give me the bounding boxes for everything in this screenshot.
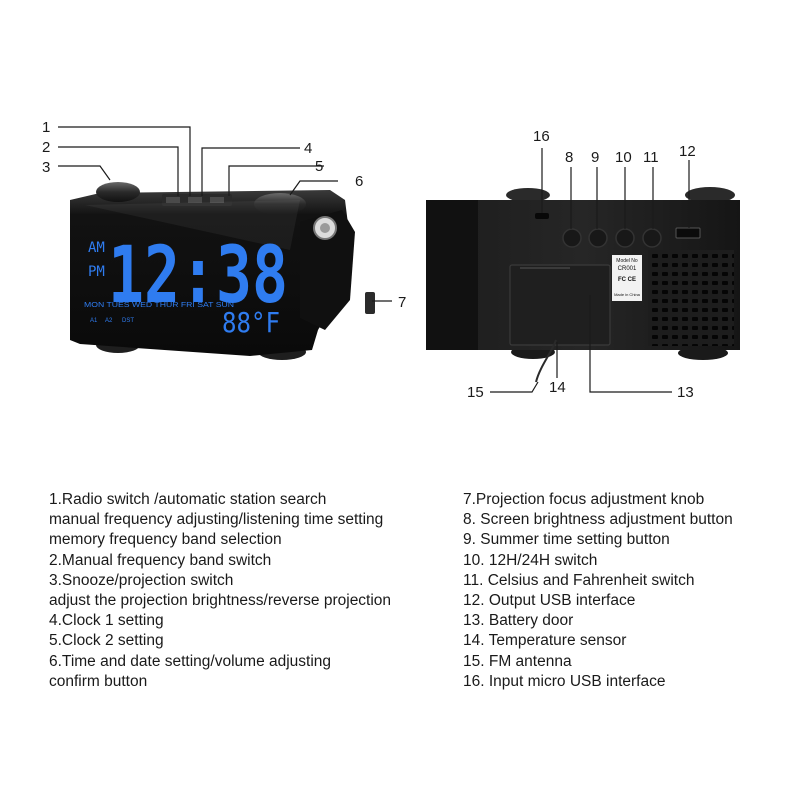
speaker-grille xyxy=(648,250,734,346)
callout-10: 10 xyxy=(615,149,632,166)
made-in: Made in China xyxy=(614,292,641,297)
celsius-fahrenheit-button[interactable] xyxy=(642,228,662,248)
descriptions-left: 1.Radio switch /automatic station search… xyxy=(49,490,391,692)
callout-4: 4 xyxy=(304,140,312,157)
lcd-indicator-dst: DST xyxy=(122,318,134,324)
description-line: 10. 12H/24H switch xyxy=(463,551,598,569)
description-line: memory frequency band selection xyxy=(49,531,282,549)
clock1-button[interactable] xyxy=(188,197,202,203)
description-line: 4.Clock 1 setting xyxy=(49,612,164,630)
callout-15: 15 xyxy=(467,384,484,401)
model-number: CR001 xyxy=(618,266,637,272)
callout-8: 8 xyxy=(565,149,573,166)
description-line: manual frequency adjusting/listening tim… xyxy=(49,511,384,529)
lcd-indicator-a1: A1 xyxy=(90,318,98,324)
cert-marks: FC CE xyxy=(618,277,636,283)
front-callout-numbers: 1 2 3 4 5 6 7 xyxy=(42,119,406,311)
product-diagram: AM PM 12:38 MON TUES WED THUR FRI SAT SU… xyxy=(42,119,740,401)
description-line: 15. FM antenna xyxy=(463,652,572,670)
callout-16: 16 xyxy=(533,128,550,145)
brightness-button[interactable] xyxy=(562,228,582,248)
description-line: 3.Snooze/projection switch xyxy=(49,571,234,589)
callout-11: 11 xyxy=(643,149,659,166)
callout-1: 1 xyxy=(42,119,50,136)
back-knob-left xyxy=(506,188,550,202)
lcd-am: AM xyxy=(88,240,105,256)
callout-5: 5 xyxy=(315,158,323,175)
front-clock xyxy=(70,182,375,360)
back-callout-numbers: 16 8 9 10 11 12 15 14 13 xyxy=(467,128,696,401)
description-line: 13. Battery door xyxy=(463,612,574,630)
callout-3: 3 xyxy=(42,159,50,176)
description-line: confirm button xyxy=(49,672,148,690)
micro-usb-port[interactable] xyxy=(535,213,549,219)
description-line: 5.Clock 2 setting xyxy=(49,632,164,650)
callout-6: 6 xyxy=(355,173,363,190)
description-line: 12. Output USB interface xyxy=(463,592,636,610)
lcd-indicator-a2: A2 xyxy=(105,318,113,324)
12h-24h-button[interactable] xyxy=(615,228,635,248)
description-line: 6.Time and date setting/volume adjusting xyxy=(49,652,332,670)
summer-time-button[interactable] xyxy=(588,228,608,248)
callout-7: 7 xyxy=(398,294,406,311)
description-line: 8. Screen brightness adjustment button xyxy=(463,511,733,529)
callout-12: 12 xyxy=(679,143,696,160)
callout-13: 13 xyxy=(677,384,694,401)
back-knob-right xyxy=(685,187,735,203)
back-callouts xyxy=(490,148,690,393)
battery-door[interactable] xyxy=(509,264,611,346)
projector-head xyxy=(300,210,355,330)
model-label xyxy=(612,255,642,301)
lcd-display: AM PM 12:38 MON TUES WED THUR FRI SAT SU… xyxy=(84,231,288,339)
snooze-knob[interactable] xyxy=(96,182,140,202)
projection-focus-knob[interactable] xyxy=(365,292,375,314)
description-line: 9. Summer time setting button xyxy=(463,531,670,549)
radio-switch-button[interactable] xyxy=(166,197,180,203)
description-line: 2.Manual frequency band switch xyxy=(49,551,272,569)
description-line: 14. Temperature sensor xyxy=(463,632,627,650)
back-clock: Model No CR001 FC CE Made in China xyxy=(426,187,740,383)
fm-antenna-wire xyxy=(535,339,557,383)
callout-9: 9 xyxy=(591,149,599,166)
callout-14: 14 xyxy=(549,379,566,396)
time-setting-knob[interactable] xyxy=(254,193,306,215)
description-line: 16. Input micro USB interface xyxy=(463,672,666,690)
callout-2: 2 xyxy=(42,139,50,156)
description-line: 11. Celsius and Fahrenheit switch xyxy=(463,571,695,589)
front-callouts xyxy=(58,126,392,302)
clock2-button[interactable] xyxy=(210,197,224,203)
usb-output-port[interactable] xyxy=(675,227,701,239)
lcd-temperature: 88°F xyxy=(222,306,280,339)
model-label-title: Model No xyxy=(616,258,638,264)
back-side-panel xyxy=(426,200,478,350)
descriptions-right: 7.Projection focus adjustment knob 8. Sc… xyxy=(463,490,733,692)
lcd-pm: PM xyxy=(88,264,105,280)
description-line: adjust the projection brightness/reverse… xyxy=(49,592,392,610)
description-line: 1.Radio switch /automatic station search xyxy=(49,491,327,508)
description-line: 7.Projection focus adjustment knob xyxy=(463,491,705,508)
front-body xyxy=(70,190,350,356)
lcd-weekdays: MON TUES WED THUR FRI SAT SUN xyxy=(84,302,234,309)
lcd-time: 12:38 xyxy=(108,231,288,321)
